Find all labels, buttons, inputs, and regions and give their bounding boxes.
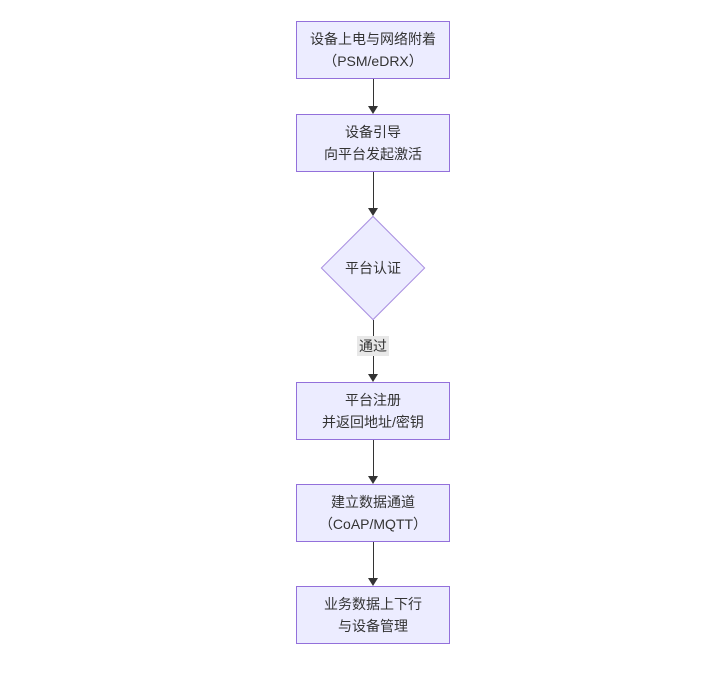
node-text-line: 向平台发起激活 (324, 146, 422, 162)
edge-line (373, 172, 374, 210)
node-text-line: 设备引导 (345, 124, 401, 140)
node-device-bootstrap-activation: 设备引导 向平台发起激活 (296, 114, 450, 172)
node-text-line: 平台注册 (345, 392, 401, 408)
edge-line (373, 79, 374, 108)
node-text-line: 建立数据通道 (331, 494, 415, 510)
flow-edge-c-d: 通过 (350, 320, 396, 382)
node-platform-register: 平台注册 并返回地址/密钥 (296, 382, 450, 440)
edge-line (373, 440, 374, 478)
arrowhead-down-icon (368, 476, 378, 484)
node-text-line: （CoAP/MQTT） (318, 516, 428, 532)
flow-edge-a-b (350, 79, 396, 114)
node-text-line: 设备上电与网络附着 (310, 31, 436, 47)
edge-label-pass: 通过 (357, 336, 389, 357)
node-text-line: 并返回地址/密钥 (322, 414, 424, 430)
flow-edge-b-c (350, 172, 396, 216)
node-platform-auth-decision: 平台认证 (320, 215, 426, 321)
flowchart-column: 设备上电与网络附着 （PSM/eDRX） 设备引导 向平台发起激活 平台认证 通… (296, 21, 450, 644)
flow-edge-e-f (350, 542, 396, 586)
arrowhead-down-icon (368, 106, 378, 114)
arrowhead-down-icon (368, 208, 378, 216)
node-text-line: 平台认证 (345, 260, 401, 276)
edge-line (373, 542, 374, 580)
flow-edge-d-e (350, 440, 396, 484)
node-business-data-device-mgmt: 业务数据上下行 与设备管理 (296, 586, 450, 644)
node-text-line: 与设备管理 (338, 618, 408, 634)
node-establish-data-channel: 建立数据通道 （CoAP/MQTT） (296, 484, 450, 542)
node-text-line: （PSM/eDRX） (323, 53, 423, 69)
arrowhead-down-icon (368, 374, 378, 382)
node-power-on-network-attach: 设备上电与网络附着 （PSM/eDRX） (296, 21, 450, 79)
arrowhead-down-icon (368, 578, 378, 586)
node-text-line: 业务数据上下行 (324, 596, 422, 612)
